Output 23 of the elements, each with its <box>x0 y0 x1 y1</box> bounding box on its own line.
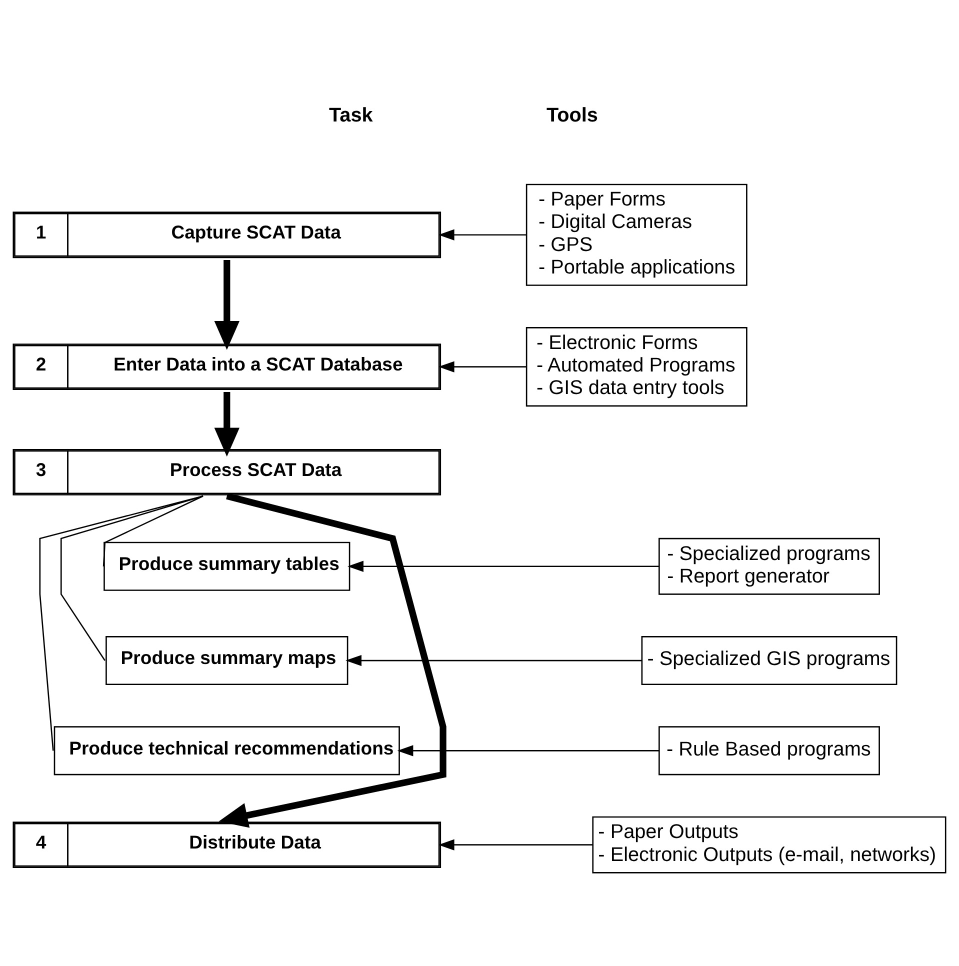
arrow <box>214 260 240 350</box>
node-box: - Specialized programs - Report generator <box>658 537 880 594</box>
arrow <box>438 228 527 240</box>
arrow <box>438 838 593 850</box>
node-box: Produce summary maps <box>106 636 348 685</box>
node-box: - Electronic Forms - Automated Programs - GIS data entry tools <box>526 326 748 406</box>
node-box: Produce technical recommendations <box>54 726 400 775</box>
arrow <box>438 360 527 372</box>
connector <box>60 494 204 660</box>
label: Task <box>328 104 373 126</box>
connector <box>39 494 204 750</box>
node-box: - Paper Forms - Digital Cameras - GPS - Portable applications <box>526 183 748 286</box>
arrow <box>214 392 240 456</box>
arrow <box>346 654 642 666</box>
arrow <box>348 560 660 572</box>
node-box: Produce summary tables <box>104 541 350 590</box>
arrow <box>218 492 446 828</box>
node-box: - Specialized GIS programs <box>641 636 898 685</box>
arrow <box>397 744 660 756</box>
label: Tools <box>546 104 598 126</box>
node-box: - Paper Outputs - Electronic Outputs (e-mail, networks) <box>592 816 946 873</box>
connector <box>102 495 204 566</box>
node-box: - Rule Based programs <box>658 726 880 775</box>
